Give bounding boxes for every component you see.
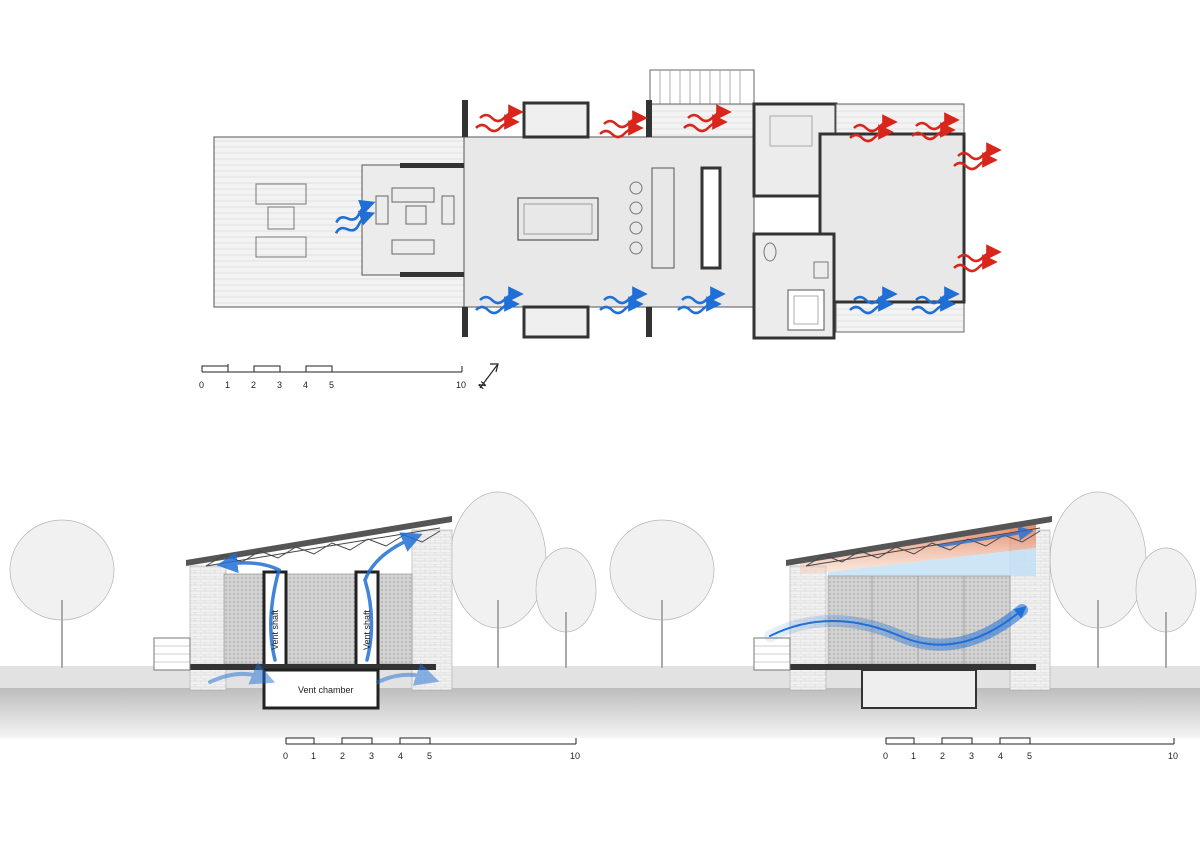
plan-scale-bar: [201, 364, 463, 373]
section-scale-tick: 10: [570, 751, 580, 761]
plan-scale-tick: 2: [251, 380, 256, 390]
section-scale-tick: 3: [369, 751, 374, 761]
plan-living-room: [361, 164, 465, 276]
plan-bay-south: [522, 305, 590, 339]
tree-icon: [1135, 547, 1197, 668]
section-scale-tick: 10: [1168, 751, 1178, 761]
tree-icon: [9, 519, 115, 668]
section-scale-tick: 2: [340, 751, 345, 761]
plan-kitchen-island: [651, 167, 675, 269]
plan-dining-table: [517, 197, 599, 241]
section-scale-tick: 5: [1027, 751, 1032, 761]
tree-icon: [1049, 491, 1147, 668]
north-arrow-icon: [479, 363, 499, 389]
left-section-cool-air-flows: [208, 532, 440, 686]
plan-bar-stools: [629, 181, 643, 255]
right-section-scale-labels: 0 1 2 3 4 5 10: [883, 751, 1178, 761]
plan-stair: [649, 69, 755, 105]
plan-wall-stubs: [400, 100, 652, 337]
plan-bedroom: [818, 132, 966, 304]
plan-kitchen-counter: [700, 166, 722, 270]
plan-scale-labels: 0 1 2 3 4 5 10: [199, 380, 466, 390]
tree-icon: [535, 547, 597, 668]
section-scale-tick: 4: [998, 751, 1003, 761]
section-left: Vent chamber Vent shaft Vent shaft 0 1 2…: [0, 491, 600, 761]
plan-scale-tick: 4: [303, 380, 308, 390]
north-arrow-letter: N: [476, 380, 488, 391]
right-ceiling-cool-layer: [828, 548, 1036, 578]
left-section-scale-bar: [285, 737, 577, 745]
tree-icon: [609, 519, 715, 668]
right-roof: [786, 516, 1052, 566]
plan-outdoor-furniture: [255, 183, 307, 258]
vent-chamber-label: Vent chamber: [298, 685, 354, 695]
plan-scale-tick: 0: [199, 380, 204, 390]
tree-icon: [449, 491, 547, 668]
floor-plan: 0 1 2 3 4 5 10 N: [199, 69, 994, 391]
section-scale-tick: 4: [398, 751, 403, 761]
plan-scale-tick: 10: [456, 380, 466, 390]
left-section-scale-labels: 0 1 2 3 4 5 10: [283, 751, 580, 761]
section-scale-tick: 0: [883, 751, 888, 761]
section-scale-tick: 3: [969, 751, 974, 761]
section-scale-tick: 2: [940, 751, 945, 761]
section-scale-tick: 1: [311, 751, 316, 761]
right-vent-chamber: [861, 669, 977, 709]
section-scale-tick: 5: [427, 751, 432, 761]
plan-sofa-set: [375, 187, 455, 255]
left-roof: [186, 516, 452, 566]
section-right: 0 1 2 3 4 5 10: [600, 491, 1200, 761]
section-scale-tick: 1: [911, 751, 916, 761]
section-scale-tick: 0: [283, 751, 288, 761]
plan-scale-tick: 1: [225, 380, 230, 390]
plan-scale-tick: 3: [277, 380, 282, 390]
plan-scale-tick: 5: [329, 380, 334, 390]
right-section-scale-bar: [885, 737, 1175, 745]
vent-shaft-label: Vent shaft: [270, 609, 280, 650]
vent-chamber: [262, 668, 380, 710]
plan-bay-north: [522, 101, 590, 139]
vent-shaft-label: Vent shaft: [362, 609, 372, 650]
right-roof-warm-layer: [800, 524, 1036, 574]
left-roof-truss: [205, 527, 441, 567]
right-section-cool-air-flows: [764, 525, 1034, 651]
